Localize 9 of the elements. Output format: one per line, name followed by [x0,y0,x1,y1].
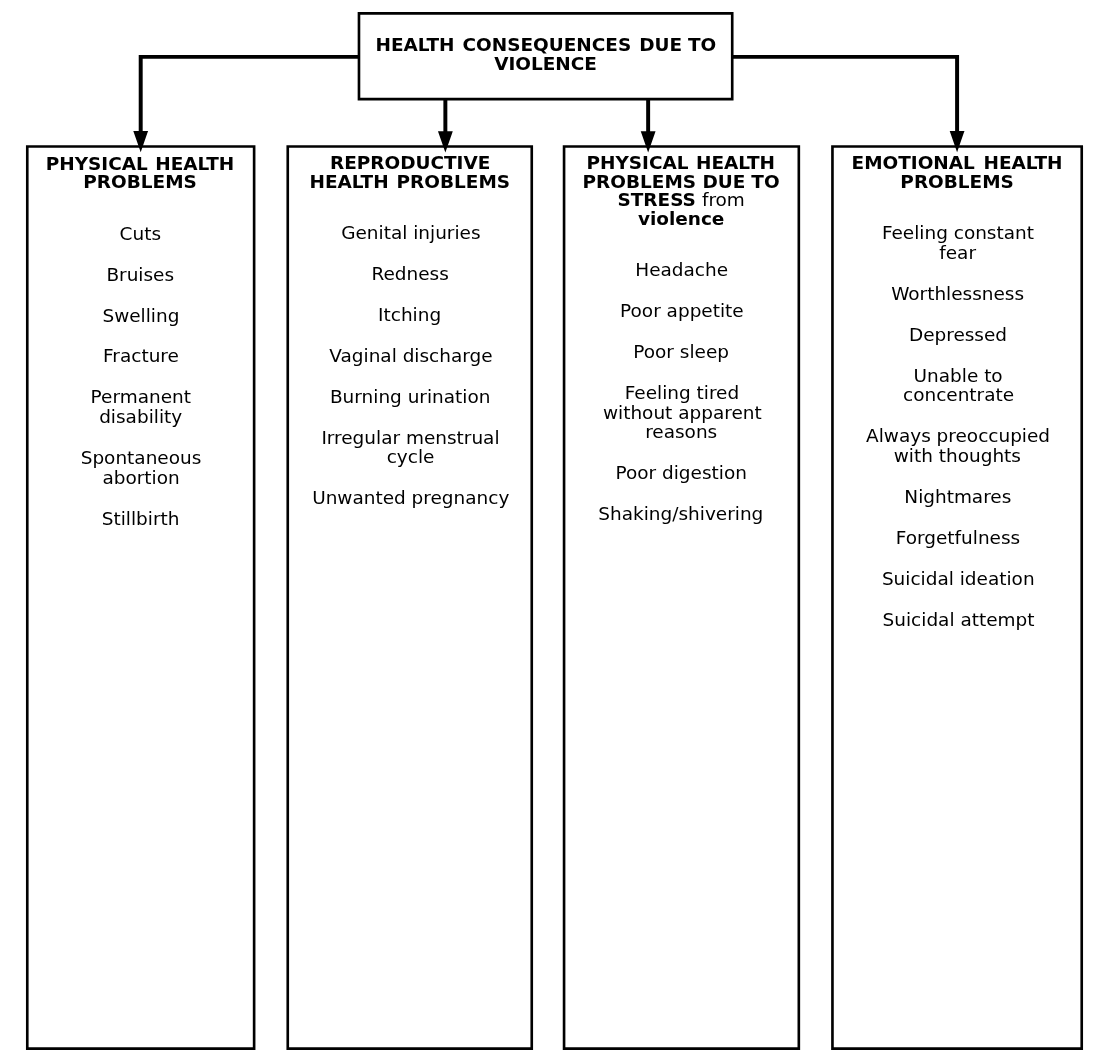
node-box: PHYSICAL HEALTH PROBLEMS DUE TO STRESS from violence Headache Poor appetite Poor sleep Feeling tired without apparent reasons Poor digestion Shaking/shivering [562,145,801,1050]
node-box: EMOTIONAL HEALTH PROBLEMS Feeling constant fear Worthlessness Depressed Unable to concentrate Always preoccupied with thoughts Nightmares Forgetfulness Suicidal ideation Suicidal attempt [831,145,1084,1050]
arrow [732,54,965,153]
node-box: HEALTH CONSEQUENCES DUE TO VIOLENCE [357,12,734,101]
node-box: REPRODUCTIVE HEALTH PROBLEMS Genital injuries Redness Itching Vaginal discharge Burning urination Irregular menstrual cycle Unwanted pregnancy [286,145,534,1050]
arrow [437,99,453,153]
arrow [640,99,656,153]
arrow [133,54,359,153]
node-box: PHYSICAL HEALTH PROBLEMS Cuts Bruises Swelling Fracture Permanent disability Spontaneous abortion Stillbirth [25,145,256,1050]
